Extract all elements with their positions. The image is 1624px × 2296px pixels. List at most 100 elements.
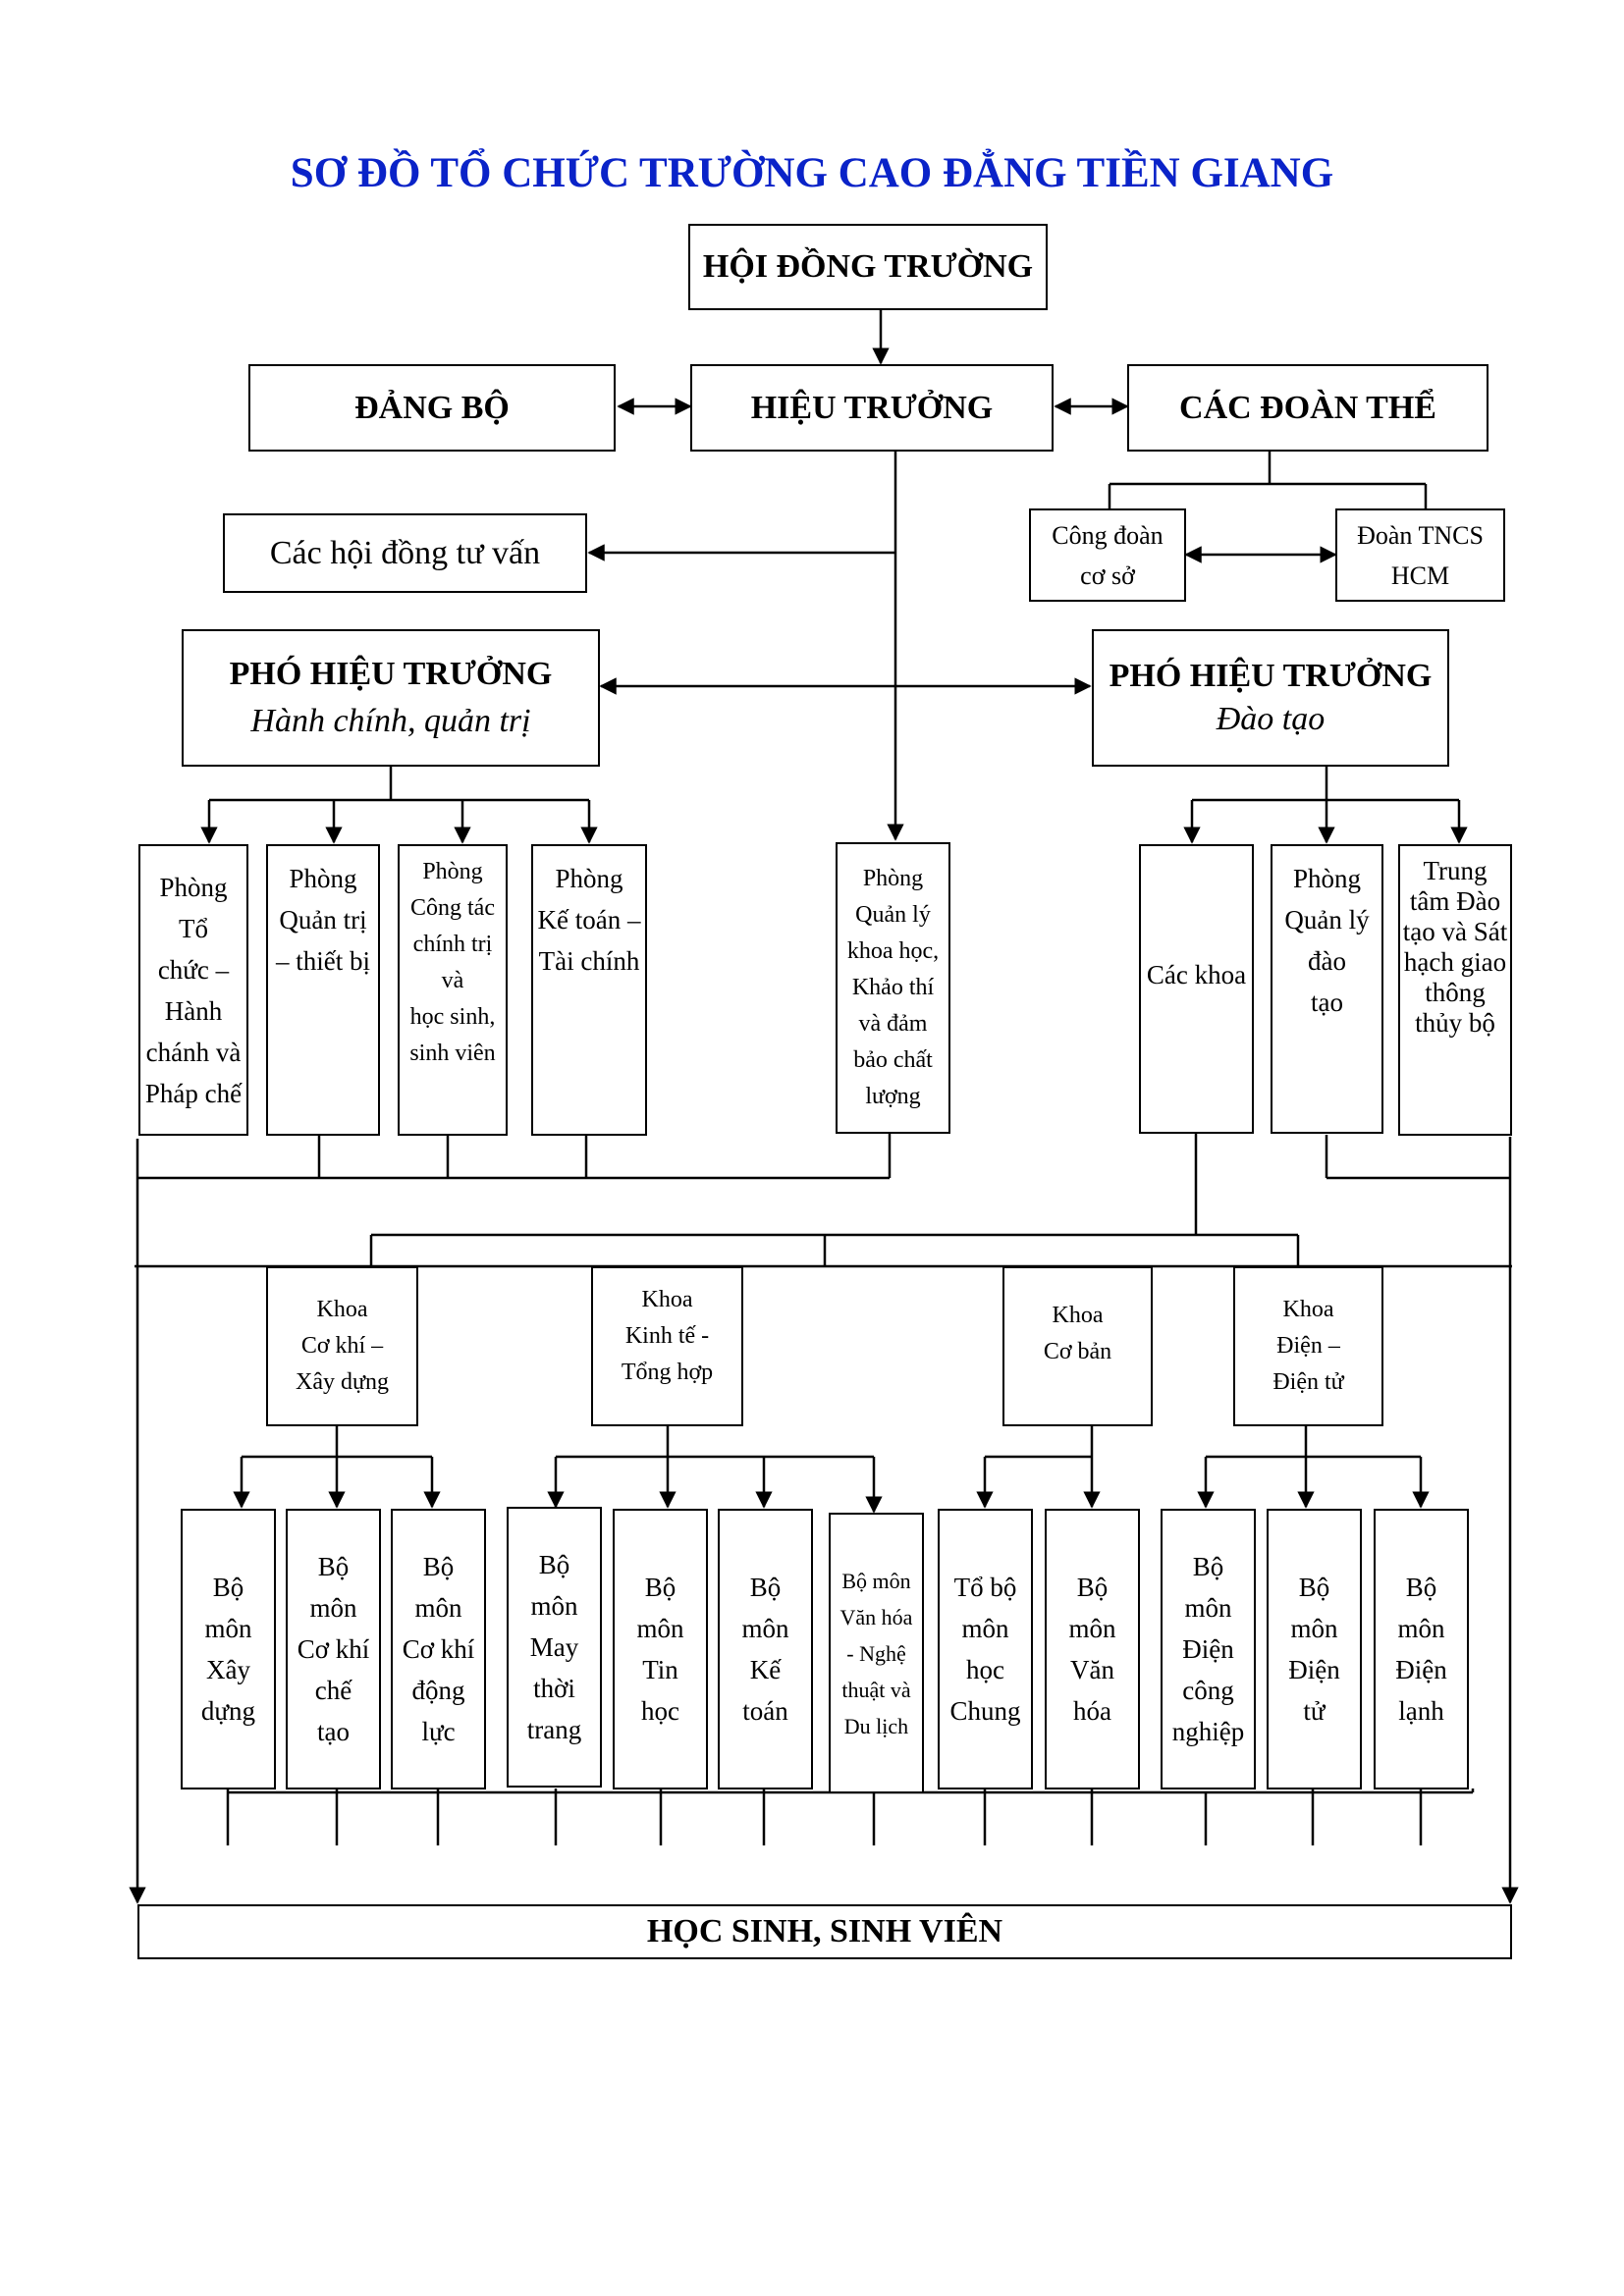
- dept-accounting-line: Bộ: [749, 1573, 782, 1602]
- driving-center-line: tạo và Sát: [1402, 917, 1508, 946]
- driving-center-line: hạch giao: [1403, 947, 1507, 977]
- vice-principal-admin-subtitle: Hành chính, quản trị: [250, 703, 531, 739]
- dept-mech-power-line: Bộ: [422, 1552, 455, 1581]
- dept-electronics-line: Bộ: [1298, 1573, 1330, 1602]
- dept-accounting-line: toán: [742, 1696, 788, 1726]
- faculty-basic-line: Cơ bản: [1043, 1339, 1112, 1364]
- driving-center-line: thủy bộ: [1415, 1008, 1495, 1038]
- office-training-mgmt-line: Quản lý: [1284, 905, 1370, 934]
- dept-mech-power-box: Bộ môn Cơ khí động lực: [391, 1509, 486, 1789]
- office-student-affairs-line: Công tác: [410, 895, 495, 921]
- faculty-economics-line: Kinh tế -: [624, 1323, 710, 1349]
- dept-refrigeration-line: Điện: [1395, 1655, 1447, 1684]
- principal-label: HIỆU TRƯỞNG: [750, 389, 994, 426]
- office-student-affairs-line: và: [441, 968, 464, 993]
- office-student-affairs-line: sinh viên: [409, 1041, 496, 1066]
- dept-mech-power-line: Cơ khí: [402, 1634, 475, 1664]
- dept-accounting-box: Bộ môn Kế toán: [718, 1509, 813, 1789]
- driving-center-line: Trung: [1423, 856, 1488, 885]
- advisory-councils-label: Các hội đồng tư vấn: [269, 534, 541, 571]
- driving-center-line: tâm Đào: [1409, 886, 1501, 916]
- dept-general-line: Chung: [949, 1696, 1021, 1726]
- school-council-label: HỘI ĐỒNG TRƯỜNG: [702, 248, 1034, 285]
- office-research-quality-line: Khảo thí: [851, 975, 935, 1000]
- office-personnel-line: Hành: [164, 995, 223, 1026]
- office-finance-box: Phòng Kế toán – Tài chính: [531, 844, 647, 1136]
- dept-it-line: Tin: [642, 1655, 678, 1684]
- dept-mech-manufacturing-box: Bộ môn Cơ khí chế tạo: [286, 1509, 381, 1789]
- office-facilities-line: Phòng: [289, 864, 357, 893]
- dept-mech-power-line: động: [411, 1676, 465, 1705]
- faculty-economics-line: Khoa: [641, 1287, 693, 1312]
- dept-electronics-line: Điện: [1288, 1655, 1340, 1684]
- dept-construction-line: môn: [204, 1614, 252, 1643]
- office-facilities-line: – thiết bị: [276, 946, 370, 976]
- dept-refrigeration-line: lạnh: [1398, 1696, 1444, 1726]
- office-research-quality-line: khoa học,: [846, 938, 940, 964]
- dept-culture-arts-box: Bộ môn Văn hóa - Nghệ thuật và Du lịch: [829, 1513, 924, 1793]
- vice-principal-training-subtitle: Đào tạo: [1216, 701, 1326, 737]
- office-student-affairs-line: chính trị: [412, 932, 493, 957]
- vice-principal-admin-title: PHÓ HIỆU TRƯỞNG: [229, 656, 553, 692]
- faculty-electrical-box: Khoa Điện – Điện tử: [1233, 1266, 1383, 1426]
- dept-refrigeration-line: môn: [1397, 1614, 1445, 1643]
- faculties-office-label: Các khoa: [1146, 960, 1247, 989]
- dept-culture-arts-line: thuật và: [841, 1677, 911, 1702]
- faculty-electrical-line: Điện –: [1276, 1333, 1340, 1359]
- office-student-affairs-box: Phòng Công tác chính trị và học sinh, si…: [398, 844, 508, 1136]
- dept-mech-power-line: môn: [414, 1593, 462, 1623]
- students-box: HỌC SINH, SINH VIÊN: [137, 1904, 1512, 1959]
- dept-mech-manufacturing-line: môn: [309, 1593, 357, 1623]
- dept-industrial-electric-line: môn: [1184, 1593, 1232, 1623]
- faculty-mechanical-line: Xây dựng: [296, 1369, 389, 1395]
- dept-it-line: Bộ: [644, 1573, 677, 1602]
- dept-construction-line: Bộ: [212, 1573, 244, 1602]
- faculty-electrical-line: Khoa: [1282, 1297, 1334, 1322]
- dept-fashion-line: trang: [526, 1715, 582, 1744]
- vice-principal-training-title: PHÓ HIỆU TRƯỞNG: [1109, 658, 1433, 694]
- school-council-box: HỘI ĐỒNG TRƯỜNG: [688, 224, 1048, 310]
- dept-mech-manufacturing-line: tạo: [317, 1717, 350, 1746]
- dept-refrigeration-line: Bộ: [1405, 1573, 1437, 1602]
- office-training-mgmt-box: Phòng Quản lý đào tạo: [1271, 844, 1383, 1134]
- faculty-mechanical-box: Khoa Cơ khí – Xây dựng: [266, 1266, 418, 1426]
- office-research-quality-line: Quản lý: [855, 902, 931, 928]
- vice-principal-admin-box: PHÓ HIỆU TRƯỞNG Hành chính, quản trị: [182, 629, 600, 767]
- faculty-economics-line: Tổng hợp: [621, 1360, 714, 1385]
- office-student-affairs-line: học sinh,: [409, 1004, 496, 1030]
- dept-fashion-box: Bộ môn May thời trang: [507, 1507, 602, 1788]
- unions-box: CÁC ĐOÀN THỂ: [1127, 364, 1489, 452]
- office-finance-line: Phòng: [555, 864, 623, 893]
- party-committee-label: ĐẢNG BỘ: [354, 389, 510, 426]
- faculty-mechanical-line: Khoa: [316, 1297, 368, 1322]
- youth-union-box: Đoàn TNCS HCM: [1335, 508, 1505, 602]
- dept-mech-manufacturing-line: Cơ khí: [297, 1634, 370, 1664]
- dept-electronics-box: Bộ môn Điện tử: [1267, 1509, 1362, 1789]
- office-research-quality-box: Phòng Quản lý khoa học, Khảo thí và đảm …: [836, 842, 950, 1134]
- faculty-economics-box: Khoa Kinh tế - Tổng hợp: [591, 1266, 743, 1426]
- office-personnel-line: chánh và: [145, 1037, 242, 1067]
- office-research-quality-line: bảo chất: [853, 1047, 933, 1073]
- faculty-basic-line: Khoa: [1052, 1303, 1104, 1328]
- unions-label: CÁC ĐOÀN THỂ: [1179, 389, 1436, 426]
- faculty-basic-box: Khoa Cơ bản: [1002, 1266, 1153, 1426]
- dept-literature-line: hóa: [1073, 1696, 1111, 1726]
- dept-general-line: môn: [961, 1614, 1009, 1643]
- dept-refrigeration-box: Bộ môn Điện lạnh: [1374, 1509, 1469, 1789]
- faculty-mechanical-line: Cơ khí –: [300, 1333, 384, 1359]
- trade-union-line: Công đoàn: [1052, 520, 1164, 550]
- dept-general-line: học: [966, 1655, 1004, 1684]
- dept-mech-manufacturing-line: chế: [314, 1676, 352, 1705]
- dept-industrial-electric-line: Bộ: [1192, 1552, 1224, 1581]
- dept-industrial-electric-line: nghiệp: [1171, 1717, 1245, 1746]
- trade-union-line: cơ sở: [1080, 561, 1135, 590]
- dept-literature-line: môn: [1068, 1614, 1116, 1643]
- dept-construction-line: Xây: [206, 1655, 250, 1684]
- dept-mech-power-line: lực: [421, 1717, 456, 1746]
- dept-it-line: môn: [636, 1614, 684, 1643]
- vice-principal-training-box: PHÓ HIỆU TRƯỞNG Đào tạo: [1092, 629, 1449, 767]
- office-personnel-line: Phòng: [159, 872, 228, 902]
- dept-literature-line: Bộ: [1076, 1573, 1109, 1602]
- office-facilities-box: Phòng Quản trị – thiết bị: [266, 844, 380, 1136]
- office-research-quality-line: lượng: [865, 1084, 921, 1109]
